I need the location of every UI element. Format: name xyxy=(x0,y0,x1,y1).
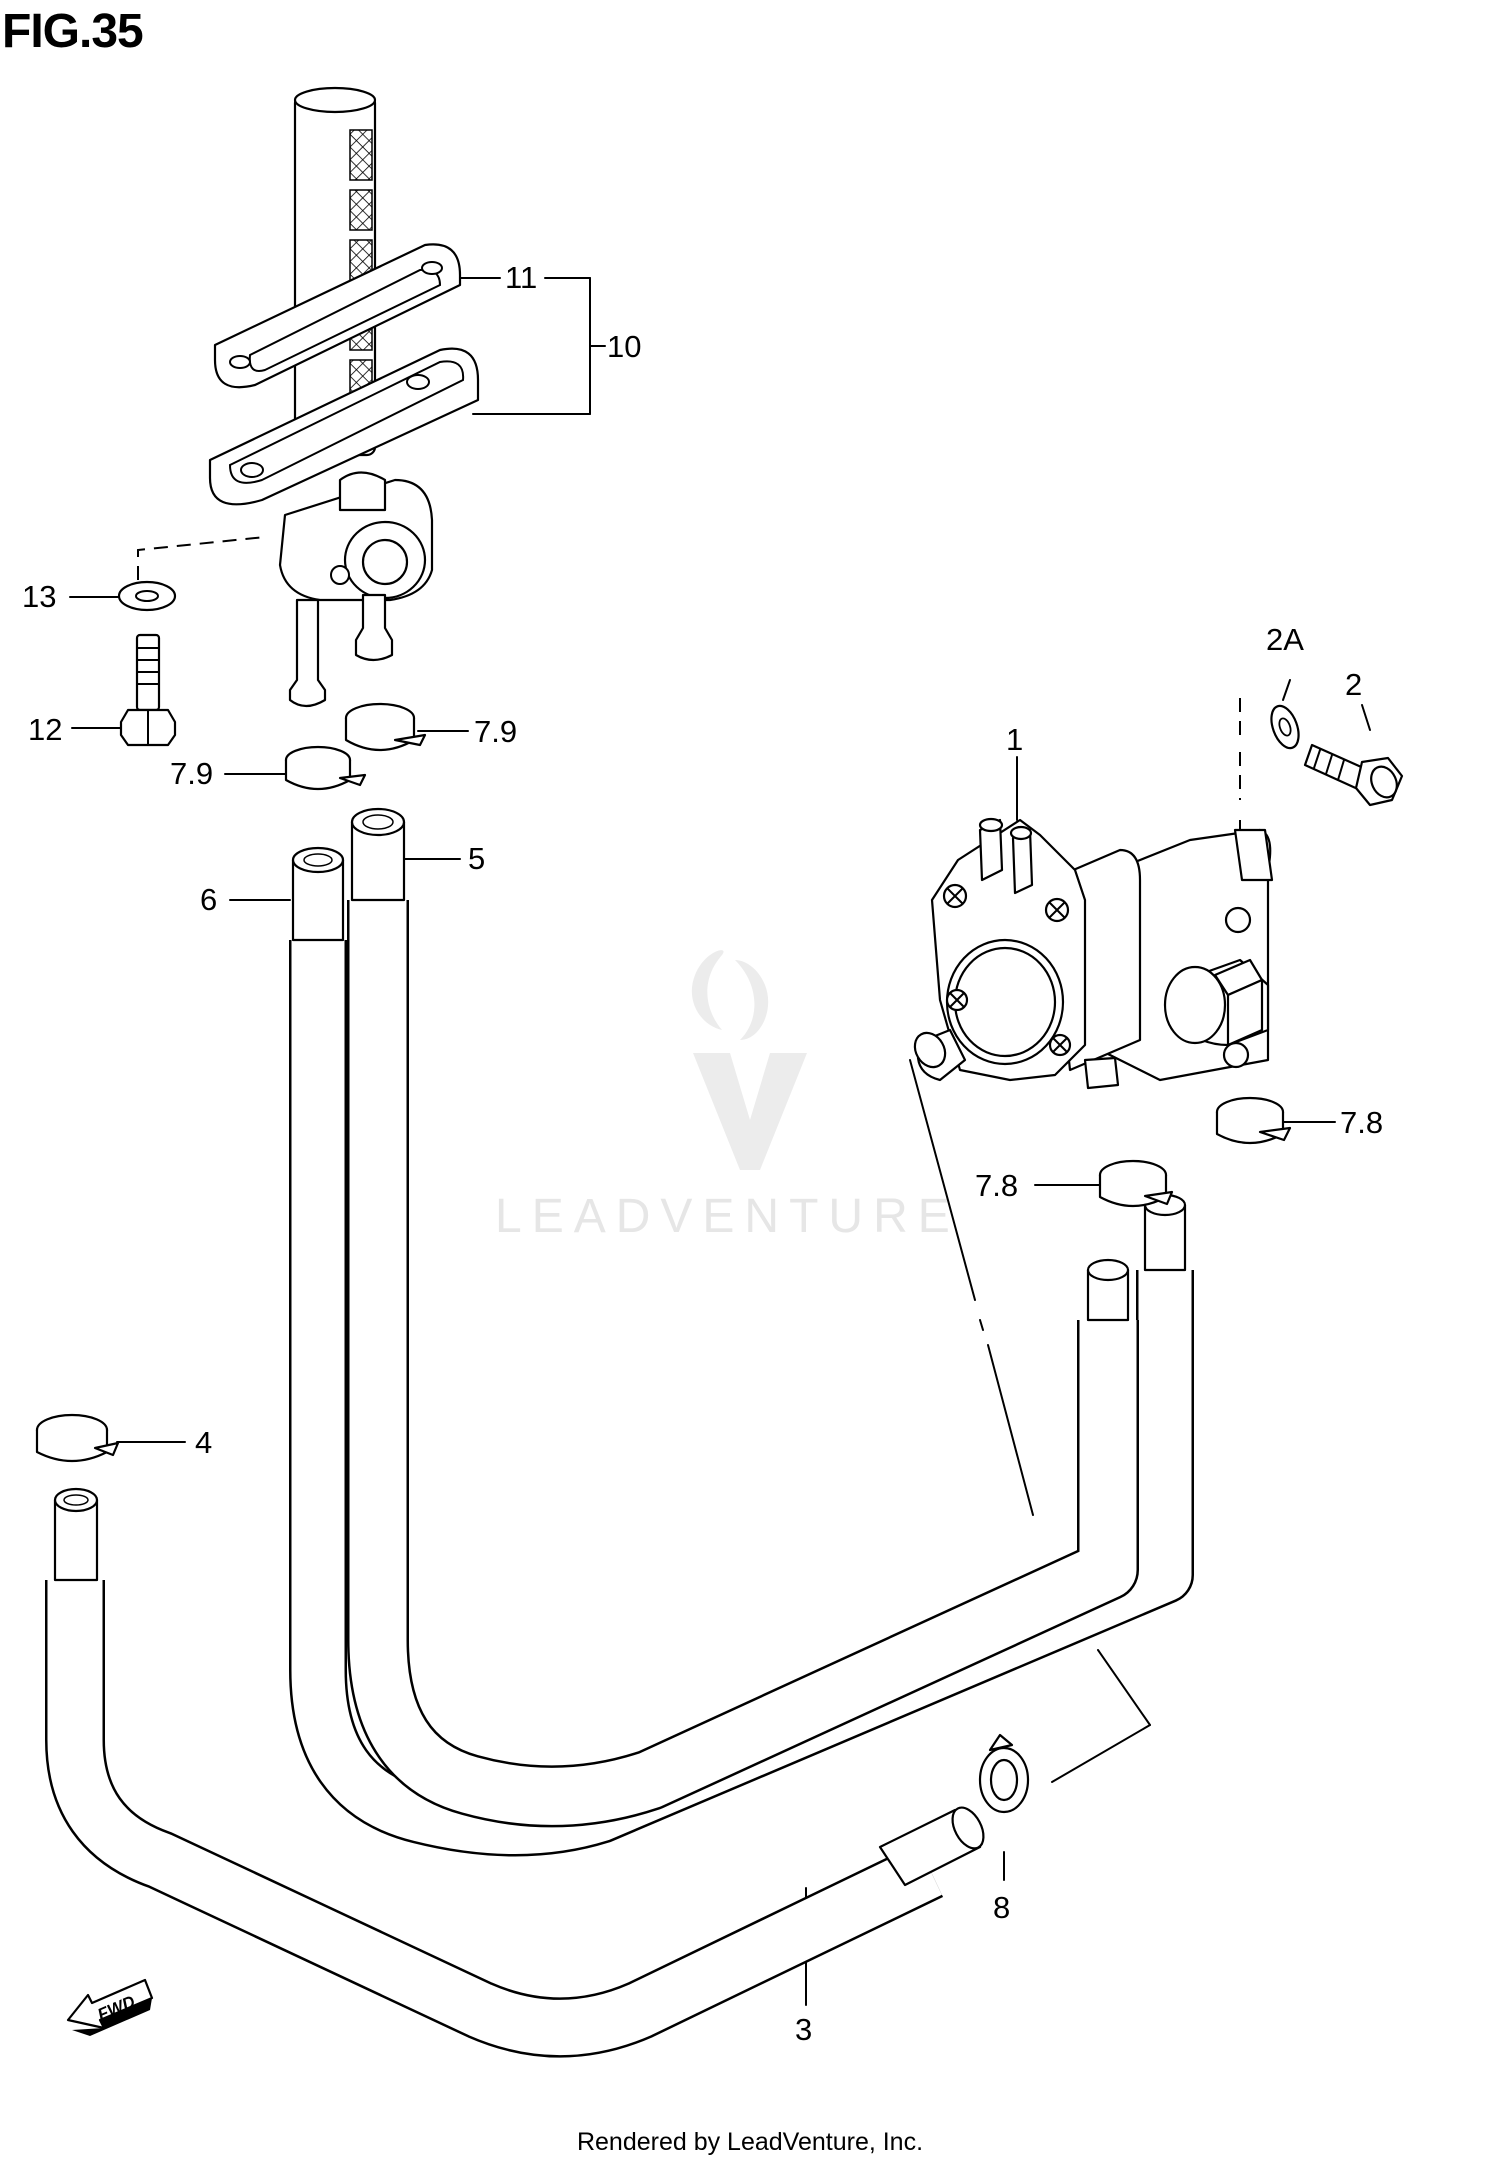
callout-11: 11 xyxy=(505,260,537,295)
callout-4: 4 xyxy=(195,1425,212,1460)
callout-12: 12 xyxy=(28,712,62,747)
pump-screw-bottom-left xyxy=(945,988,969,1012)
clamp-7-8-upper[interactable] xyxy=(1215,1096,1292,1144)
fwd-arrow-icon: FWD xyxy=(66,1978,154,2036)
hose-5[interactable] xyxy=(347,807,1139,1828)
callout-2a: 2A xyxy=(1266,622,1304,657)
fuel-cock-assembly[interactable] xyxy=(208,86,480,708)
footer-credit: Rendered by LeadVenture, Inc. xyxy=(576,2128,924,2156)
clamp-8[interactable] xyxy=(978,1733,1030,1814)
callout-13: 13 xyxy=(22,579,56,614)
callout-7-8-upper: 7.8 xyxy=(1340,1105,1383,1140)
screw-12[interactable] xyxy=(119,633,177,747)
figure-title: FIG.35 xyxy=(2,5,144,58)
hose-3[interactable] xyxy=(45,1487,990,2058)
hose-5-end xyxy=(1086,1258,1130,1322)
pump-screw-top-left xyxy=(942,883,968,909)
callout-7-8-lower: 7.8 xyxy=(975,1168,1018,1203)
callout-10: 10 xyxy=(607,329,641,364)
watermark-flame-logo xyxy=(691,950,807,1170)
callout-7-9-upper: 7.9 xyxy=(474,714,517,749)
flange-10[interactable] xyxy=(208,347,480,506)
callout-5: 5 xyxy=(468,841,485,876)
pump-screw-bottom-right xyxy=(1048,1033,1072,1057)
clamp-7-8-lower[interactable] xyxy=(1098,1159,1174,1207)
callout-3: 3 xyxy=(795,2012,812,2047)
clamp-4[interactable] xyxy=(35,1413,120,1462)
bolt-2[interactable] xyxy=(1303,743,1404,807)
clamp-7-9-upper[interactable] xyxy=(344,702,427,751)
washer-2a[interactable] xyxy=(1266,702,1304,752)
gasket-11[interactable] xyxy=(213,243,462,389)
fuel-pump-1[interactable] xyxy=(909,817,1274,1090)
callout-1: 1 xyxy=(1006,722,1023,757)
callout-7-9-lower: 7.9 xyxy=(170,756,213,791)
callout-2: 2 xyxy=(1345,667,1362,702)
callout-labels: 11 10 13 12 7.9 7.9 5 6 4 2A 2 1 7.8 7.8… xyxy=(22,260,1383,2047)
callout-8: 8 xyxy=(993,1890,1010,1925)
clamp-7-9-lower[interactable] xyxy=(284,745,367,790)
callout-6: 6 xyxy=(200,882,217,917)
hose-6-end xyxy=(1143,1193,1187,1272)
pump-screw-top-right xyxy=(1044,897,1070,923)
washer-13[interactable] xyxy=(117,580,177,612)
watermark-text: LEADVENTURE xyxy=(495,1190,960,1243)
watermark: LEADVENTURE xyxy=(495,950,960,1243)
